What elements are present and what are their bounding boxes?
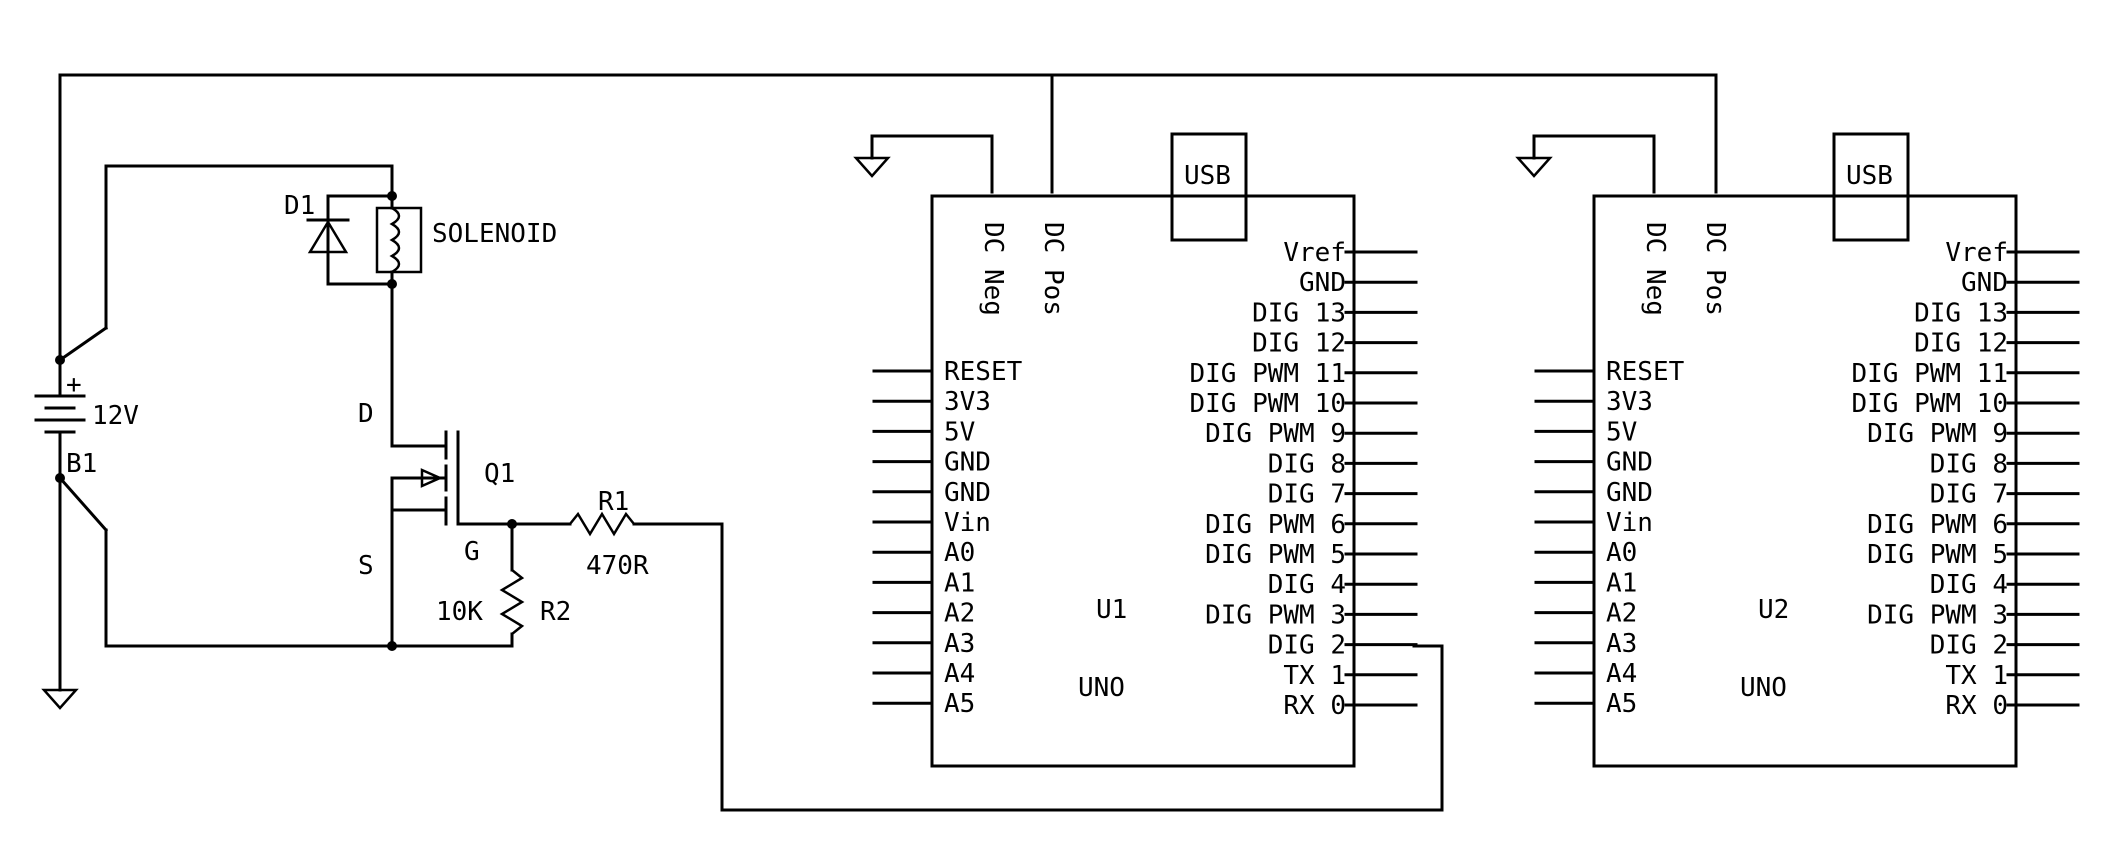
right-pin-label: Vref	[1945, 238, 2008, 268]
mosfet-source-label: S	[358, 551, 374, 581]
r1-value: 470R	[586, 551, 649, 581]
usb-label-u2: USB	[1846, 161, 1893, 191]
right-pin-label: DIG PWM 5	[1205, 540, 1346, 570]
left-pin-label: A3	[944, 629, 975, 659]
battery-plus-sign: +	[66, 370, 82, 400]
battery-value: 12V	[92, 401, 139, 431]
battery-wiring	[55, 73, 1718, 692]
left-pin-label: 3V3	[944, 387, 991, 417]
right-pin-label: DIG 7	[1268, 480, 1346, 510]
left-pin-label: A0	[1606, 538, 1637, 568]
mosfet-ref: Q1	[484, 459, 515, 489]
right-pin-label: DIG 8	[1930, 449, 2008, 479]
right-pin-label: DIG PWM 6	[1205, 510, 1346, 540]
right-pin-label: DIG 13	[1252, 298, 1346, 328]
right-pin-label: DIG PWM 5	[1867, 540, 2008, 570]
solenoid-label: SOLENOID	[432, 219, 557, 249]
usb-label-u1: USB	[1184, 161, 1231, 191]
dc-neg-label: DC Neg	[978, 222, 1008, 316]
right-pin-label: RX 0	[1945, 691, 2008, 721]
left-pin-label: 5V	[944, 417, 975, 447]
right-pin-label: DIG PWM 9	[1867, 419, 2008, 449]
right-pin-label: DIG PWM 10	[1851, 389, 2008, 419]
board-ref-u1: U1	[1096, 595, 1127, 625]
left-pin-label: Vin	[944, 508, 991, 538]
left-pin-label: RESET	[1606, 357, 1685, 387]
left-pin-label: A4	[944, 659, 975, 689]
left-pin-label: A2	[944, 599, 975, 629]
right-pin-label: DIG 12	[1914, 329, 2008, 359]
left-pin-label: Vin	[1606, 508, 1653, 538]
right-pin-label: DIG PWM 3	[1867, 600, 2008, 630]
right-pin-label: Vref	[1283, 238, 1346, 268]
board-model-u2: UNO	[1740, 673, 1787, 703]
resistor-r2: 10K R2	[436, 519, 571, 648]
mosfet-q1: Q1 D G S	[358, 282, 515, 651]
right-pin-label: DIG 4	[1268, 570, 1346, 600]
left-pin-label: A2	[1606, 599, 1637, 629]
r1-ref: R1	[598, 487, 629, 517]
right-pin-label: DIG PWM 11	[1189, 359, 1346, 389]
board-model-u1: UNO	[1078, 673, 1125, 703]
right-pin-label: RX 0	[1283, 691, 1346, 721]
left-pin-label: A1	[1606, 568, 1637, 598]
r2-ref: R2	[540, 597, 571, 627]
arduino-board-u1: USB DC Neg DC Pos RESET3V35VGNDGNDVinA0A…	[853, 132, 1418, 768]
dc-pos-label: DC Pos	[1700, 222, 1730, 316]
arduino-board-u2: USB DC Neg DC Pos RESET3V35VGNDGNDVinA0A…	[1515, 132, 2080, 768]
mosfet-gate-label: G	[464, 537, 480, 567]
top-pin-labels-u2: DC Neg DC Pos	[1640, 222, 1730, 316]
right-pin-label: DIG 13	[1914, 298, 2008, 328]
right-pin-label: DIG PWM 10	[1189, 389, 1346, 419]
left-pin-label: A1	[944, 568, 975, 598]
left-pin-label: 5V	[1606, 417, 1637, 447]
right-pin-label: DIG 2	[1268, 631, 1346, 661]
left-pin-label: GND	[1606, 448, 1653, 478]
battery-b1: + 12V B1	[34, 358, 139, 480]
right-pin-label: DIG 8	[1268, 449, 1346, 479]
right-pin-label: TX 1	[1945, 661, 2008, 691]
left-pin-label: GND	[944, 478, 991, 508]
left-pin-label: A5	[1606, 689, 1637, 719]
left-pin-label: A5	[944, 689, 975, 719]
right-pin-label: DIG 4	[1930, 570, 2008, 600]
left-pin-label: A3	[1606, 629, 1637, 659]
right-pin-label: DIG PWM 3	[1205, 600, 1346, 630]
right-pin-label: DIG 7	[1930, 480, 2008, 510]
ground-symbol-battery	[41, 688, 79, 710]
right-pin-label: GND	[1299, 268, 1346, 298]
right-pin-label: DIG 2	[1930, 631, 2008, 661]
dc-neg-label: DC Neg	[1640, 222, 1670, 316]
left-pin-label: 3V3	[1606, 387, 1653, 417]
right-pin-label: DIG PWM 6	[1867, 510, 2008, 540]
right-pin-label: DIG PWM 9	[1205, 419, 1346, 449]
left-pin-label: RESET	[944, 357, 1023, 387]
board-ref-u2: U2	[1758, 595, 1789, 625]
left-pin-label: A4	[1606, 659, 1637, 689]
solenoid-coil: SOLENOID	[375, 164, 557, 289]
diode-ref: D1	[284, 191, 315, 221]
left-pin-label: GND	[1606, 478, 1653, 508]
diode-d1: D1	[284, 191, 394, 286]
r2-value: 10K	[436, 597, 483, 627]
mosfet-drain-label: D	[358, 399, 374, 429]
top-pin-labels-u1: DC Neg DC Pos	[978, 222, 1068, 316]
dc-pos-label: DC Pos	[1038, 222, 1068, 316]
right-pin-label: DIG 12	[1252, 329, 1346, 359]
right-pin-label: GND	[1961, 268, 2008, 298]
left-pin-label: A0	[944, 538, 975, 568]
right-pin-label: TX 1	[1283, 661, 1346, 691]
right-pin-label: DIG PWM 11	[1851, 359, 2008, 389]
battery-ref: B1	[66, 449, 97, 479]
resistor-r1: R1 470R	[510, 487, 1444, 812]
left-pin-label: GND	[944, 448, 991, 478]
